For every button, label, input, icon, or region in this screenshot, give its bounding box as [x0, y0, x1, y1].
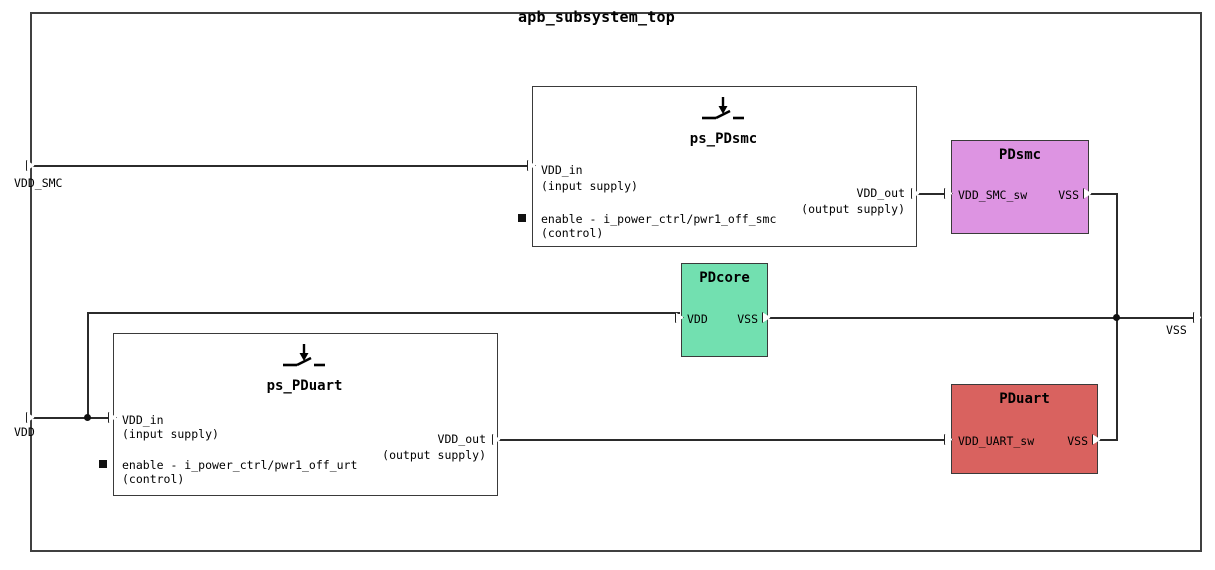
- port-label-ps-pduart-enable: enable - i_power_ctrl/pwr1_off_urt: [122, 458, 358, 472]
- wire-ps-pduart-out-to-pduart: [497, 439, 953, 441]
- port-desc-ps-pdsmc-vdd-in: (input supply): [541, 179, 638, 193]
- junction-dot-vss: [1113, 314, 1120, 321]
- switch-block-label-ps-pdsmc: ps_PDsmc: [689, 131, 758, 147]
- port-square-ps-pdsmc-enable[interactable]: [518, 214, 526, 222]
- port-label-ps-pdsmc-vdd-in: VDD_in: [541, 163, 583, 177]
- port-label-pduart-supply: VDD_UART_sw: [958, 434, 1035, 448]
- wire-pdsmc-vss-to-bus: [1087, 193, 1118, 195]
- port-desc-ps-pduart-enable: (control): [122, 472, 185, 486]
- wire-vss-bus-to-boundary: [1116, 317, 1198, 319]
- port-label-pdsmc-supply: VDD_SMC_sw: [958, 188, 1028, 202]
- port-label-pdcore-supply: VDD: [687, 312, 708, 326]
- boundary-port-label-vss: VSS: [1166, 323, 1187, 337]
- power-domain-pduart[interactable]: PDuart: [951, 384, 1098, 474]
- port-label-ps-pduart-vdd-out: VDD_out: [437, 432, 486, 446]
- port-desc-ps-pdsmc-enable: (control): [541, 226, 604, 240]
- junction-dot-vdd: [84, 414, 91, 421]
- wire-pdcore-vss-to-bus: [766, 317, 1118, 319]
- port-desc-ps-pduart-vdd-in: (input supply): [122, 427, 219, 441]
- power-domain-label-pduart: PDuart: [999, 391, 1050, 407]
- switch-block-label-ps-pduart: ps_PDuart: [266, 378, 343, 394]
- wire-vdd-smc-to-ps-pdsmc: [30, 165, 532, 167]
- power-switch-icon: [702, 97, 744, 120]
- port-square-ps-pduart-enable[interactable]: [99, 460, 107, 468]
- power-domain-label-pdsmc: PDsmc: [998, 147, 1042, 163]
- apb-subsystem-top-frame: [30, 12, 1202, 552]
- wire-vdd-branch-vertical: [87, 313, 89, 418]
- boundary-port-label-vdd: VDD: [14, 425, 35, 439]
- page-title: apb_subsystem_top: [518, 8, 675, 26]
- port-label-pdcore-ground: VSS: [737, 312, 758, 326]
- wire-vdd-to-ps-pduart: [30, 417, 112, 419]
- port-label-pdsmc-ground: VSS: [1058, 188, 1079, 202]
- power-domain-label-pdcore: PDcore: [699, 270, 750, 286]
- wire-ps-pdsmc-out-to-pdsmc: [915, 193, 953, 195]
- wire-vdd-branch-to-pdcore: [87, 312, 680, 314]
- port-label-ps-pdsmc-vdd-out: VDD_out: [856, 186, 905, 200]
- boundary-port-label-vdd-smc: VDD_SMC: [14, 176, 63, 190]
- power-domain-pdcore[interactable]: PDcore: [681, 263, 768, 357]
- port-desc-ps-pduart-vdd-out: (output supply): [382, 448, 486, 462]
- port-label-ps-pdsmc-enable: enable - i_power_ctrl/pwr1_off_smc: [541, 212, 777, 226]
- power-domain-pdsmc[interactable]: PDsmc: [951, 140, 1089, 234]
- power-switch-icon: [283, 344, 325, 367]
- port-label-pduart-ground: VSS: [1067, 434, 1088, 448]
- port-label-ps-pduart-vdd-in: VDD_in: [122, 413, 164, 427]
- wire-pduart-vss-to-bus: [1096, 439, 1118, 441]
- port-desc-ps-pdsmc-vdd-out: (output supply): [801, 202, 905, 216]
